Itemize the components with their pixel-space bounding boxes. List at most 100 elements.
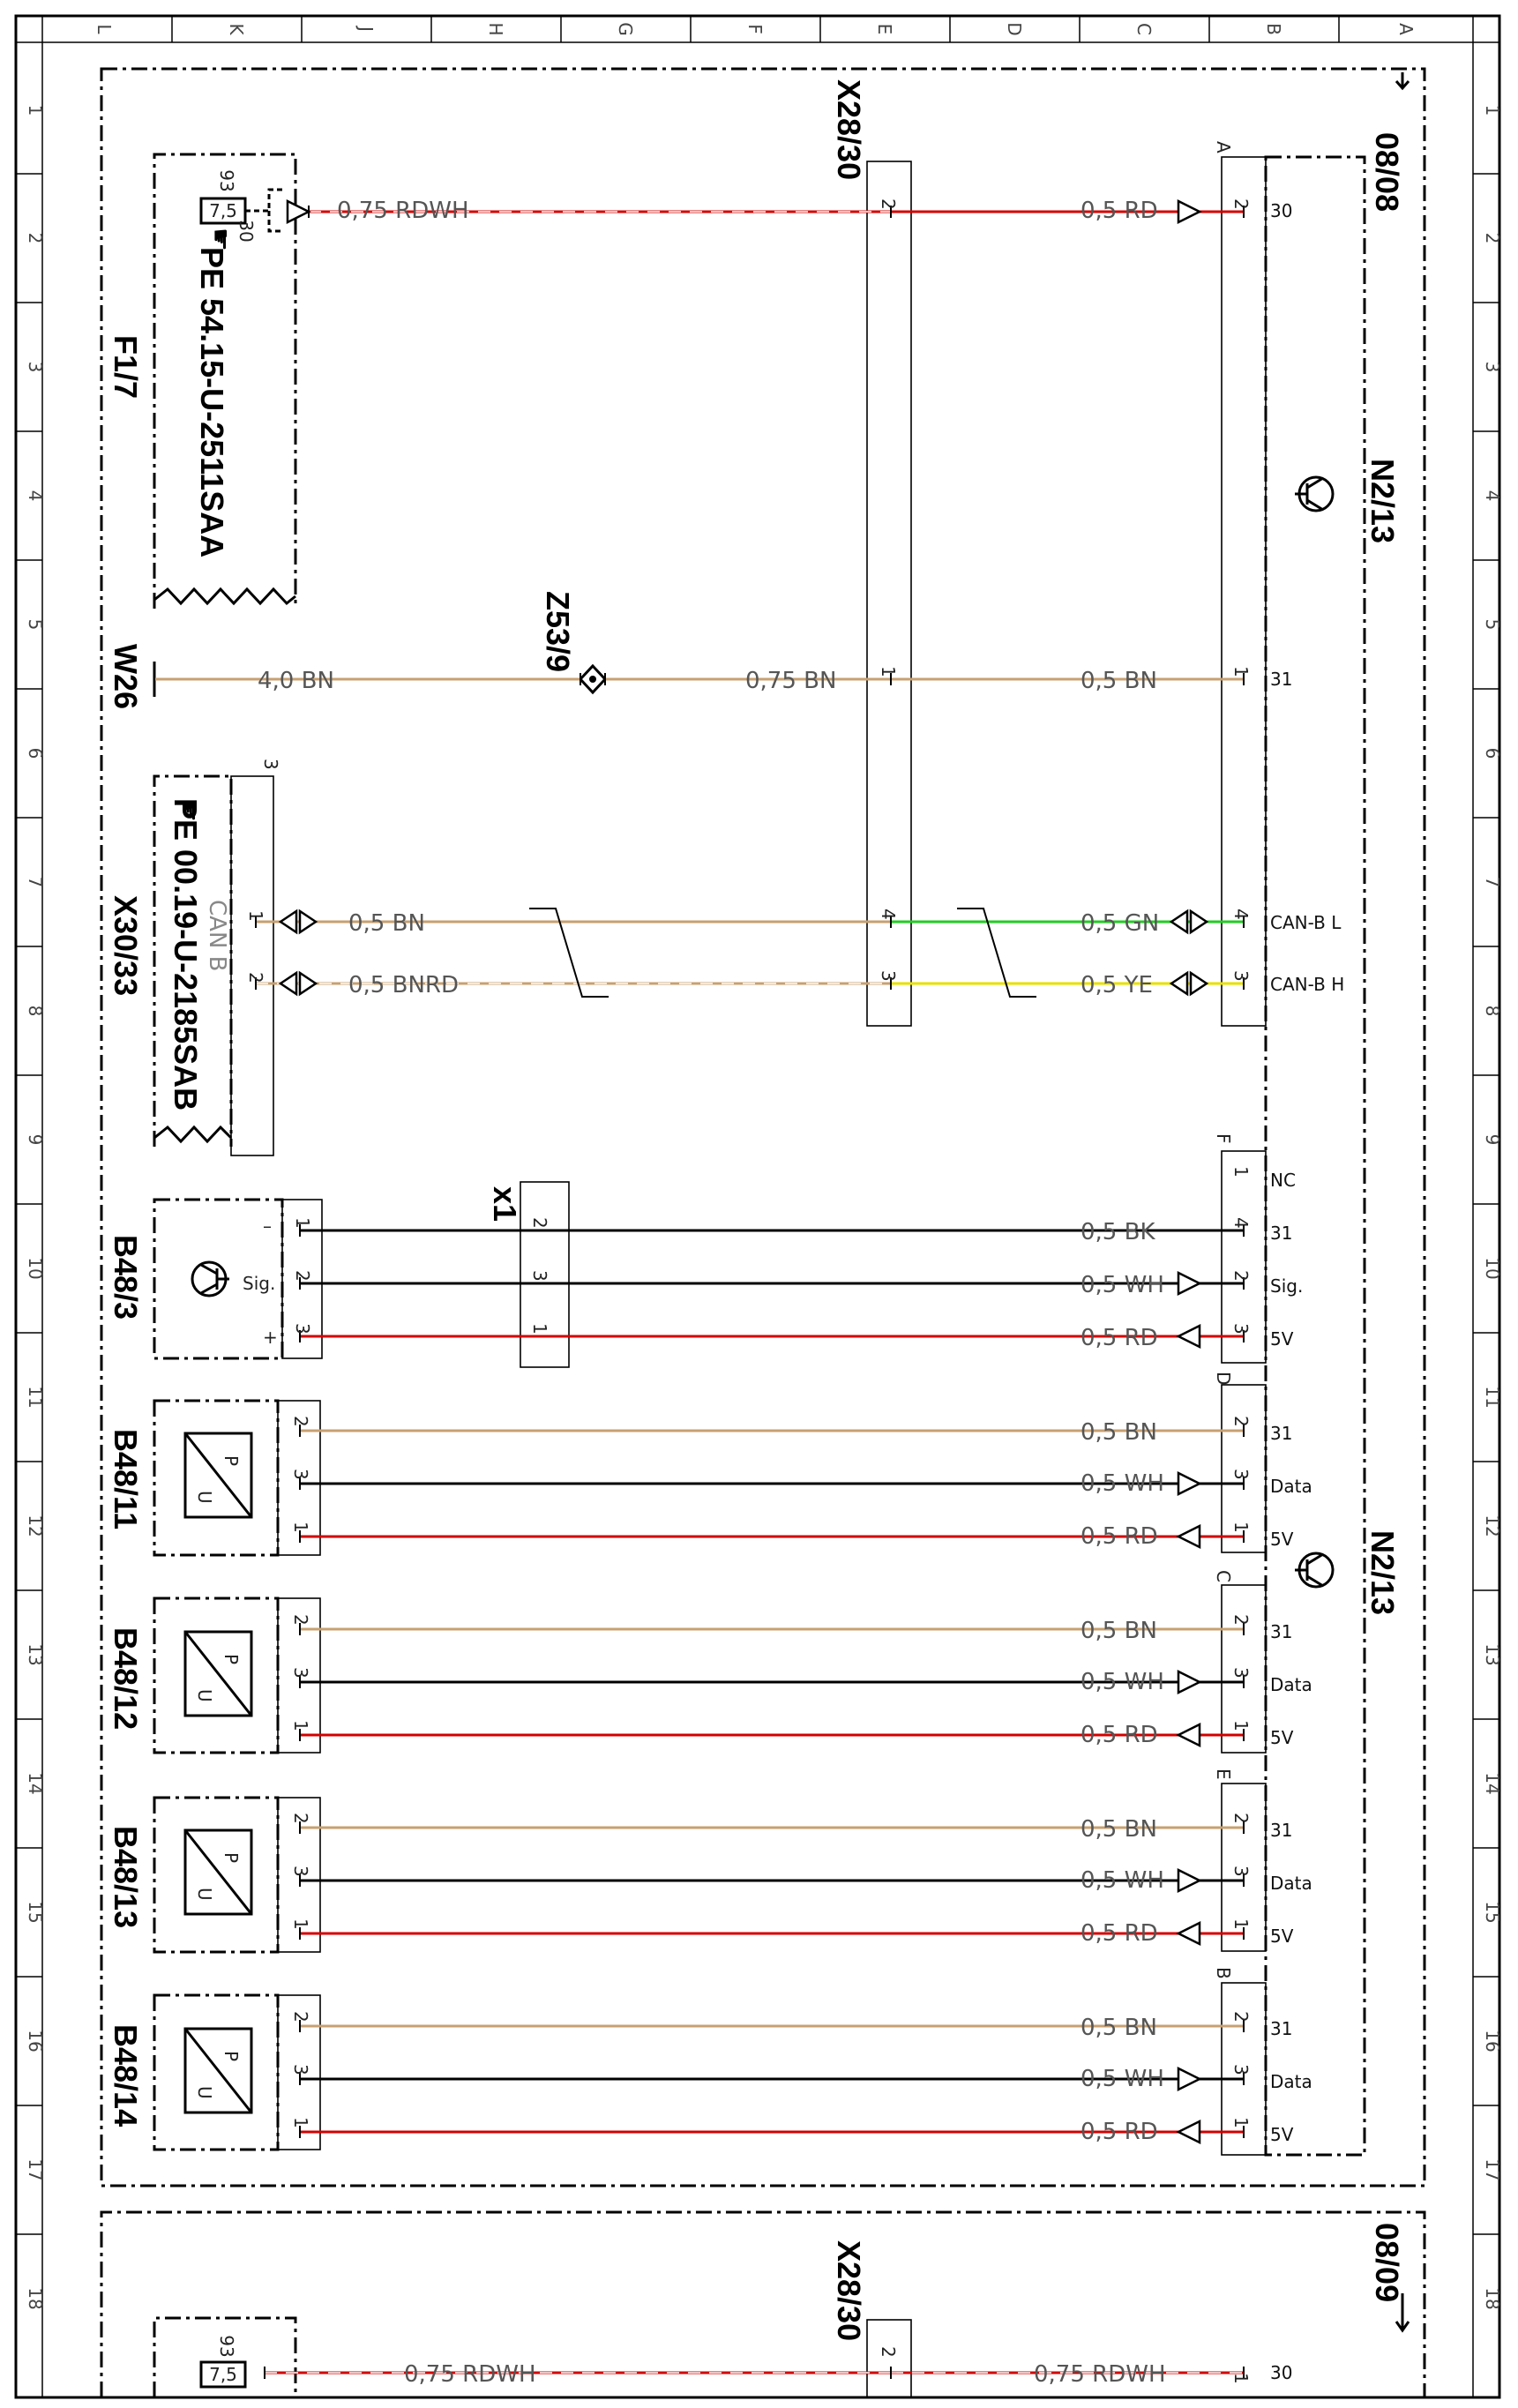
signal-direction-arrow-icon — [286, 198, 311, 225]
signal-direction-arrow-icon — [1176, 1523, 1201, 1550]
signal-direction-arrow-icon — [1176, 1722, 1201, 1748]
n2-connector-e — [1221, 1783, 1267, 1952]
x1-label: x1 — [487, 1186, 523, 1222]
sheet-ref-bottom-arrow — [1395, 2293, 1410, 2333]
b48-12-box — [153, 1597, 280, 1754]
pressure-label-u: U — [194, 1689, 215, 1702]
pin-function-label: NC — [1270, 1170, 1296, 1191]
wire-label: 0,5 BN — [1081, 2015, 1157, 2041]
pin-number: 3 — [1230, 1323, 1252, 1335]
row-number: 18 — [25, 2287, 46, 2309]
column-dividers — [171, 16, 1340, 42]
pin-number: 4 — [878, 909, 899, 920]
pressure-sensor-diagonal — [183, 1631, 253, 1716]
svg-text:☛: ☛ — [205, 228, 236, 251]
b48-14-label: B48/14 — [108, 2024, 144, 2127]
n2-connector-b — [1221, 1982, 1267, 2156]
pin-number: 1 — [292, 1217, 313, 1229]
connector-letter: A — [1213, 141, 1234, 153]
z53-9-splice-dot — [589, 676, 596, 683]
b48-12-group: B48/12 P U — [108, 1597, 321, 1754]
row-number: 6 — [1482, 748, 1503, 759]
row-number: 8 — [1482, 1006, 1503, 1017]
row-number: 4 — [1482, 490, 1503, 502]
wire-label: 4,0 BN — [258, 668, 334, 694]
pin-number: 4 — [1230, 1217, 1252, 1229]
signal-direction-arrow-icon — [1177, 198, 1202, 225]
b48-13-label: B48/13 — [108, 1826, 144, 1928]
pressure-label-p: P — [221, 1654, 242, 1664]
n2-pin-labels: 30 31 CAN-B L CAN-B H NC 31 Sig. 5V 31 D… — [1270, 200, 1344, 2383]
wire-label: 0,5 BNRD — [348, 972, 459, 998]
pin-number: 2 — [290, 1813, 311, 1824]
sheet-ref-top-arrow — [1395, 72, 1410, 91]
section-box-lower — [100, 2210, 1426, 2397]
row-number: 12 — [25, 1514, 46, 1537]
wire-label: 0,5 BN — [1081, 1618, 1157, 1644]
pin-function-label: CAN-B L — [1270, 912, 1342, 933]
pin-function-label: 5V — [1270, 2124, 1294, 2145]
sheet-ref-top: 08/08 — [1369, 132, 1405, 212]
pin-function-label: 5V — [1270, 1926, 1294, 1947]
wire-label: 0,75 RDWH — [404, 2361, 536, 2388]
pin-function-label: 31 — [1270, 1423, 1292, 1444]
row-number: 14 — [1482, 1772, 1503, 1794]
row-number: 13 — [25, 1643, 46, 1665]
column-letters: L K J H G F E D C B A — [93, 22, 1417, 36]
b48-13-group: B48/13 P U — [108, 1796, 321, 1954]
pin-number: 1 — [1230, 2117, 1252, 2128]
col-letter: H — [485, 22, 506, 35]
b48-12-connector — [277, 1597, 321, 1754]
wire-label: 0,5 RD — [1081, 1920, 1158, 1947]
col-letter: K — [226, 23, 247, 35]
b48-3-label: B48/3 — [108, 1235, 144, 1320]
pin-number: 2 — [529, 1217, 550, 1229]
fuse-pin-in: 93 — [216, 169, 237, 191]
pin-function-label: Data — [1270, 1873, 1312, 1894]
row-number: 5 — [1482, 619, 1503, 631]
col-letter: B — [1263, 23, 1284, 35]
row-number: 10 — [1482, 1257, 1503, 1279]
row-number: 18 — [1482, 2287, 1503, 2309]
pin-number: 3 — [290, 1866, 311, 1877]
signal-direction-arrow-icon — [1177, 1867, 1202, 1894]
x30-33-label: X30/33 — [108, 895, 144, 996]
fuse-icon — [199, 2360, 247, 2389]
pin-number: 1 — [1230, 1166, 1252, 1178]
row-number: 6 — [25, 748, 46, 759]
fuse-value: 7,5 — [209, 200, 237, 221]
pin-number: 3 — [1230, 2064, 1252, 2075]
wire-label: 0,5 BK — [1081, 1219, 1155, 1245]
signal-direction-arrow-icon — [1176, 1920, 1201, 1947]
signal-direction-arrow-icon — [278, 970, 318, 997]
b48-14-box — [153, 1993, 280, 2151]
row-dividers — [16, 173, 1499, 2235]
row-number: 3 — [25, 362, 46, 373]
pin-number: 1 — [290, 1522, 311, 1533]
pressure-sensor-icon — [183, 1828, 253, 1916]
sheet-ref-bottom: 08/09 — [1369, 2223, 1405, 2302]
col-letter: A — [1395, 23, 1417, 35]
col-letter: D — [1004, 22, 1025, 35]
svg-text:☛: ☛ — [174, 798, 205, 822]
x30-33-pin-count: 3 — [260, 759, 281, 770]
pin-number: 3 — [290, 2064, 311, 2075]
pin-number: 2 — [1230, 2011, 1252, 2023]
pin-number: 3 — [529, 1270, 550, 1282]
row-number: 16 — [1482, 2030, 1503, 2052]
pin-number: 2 — [878, 198, 899, 210]
row-number: 17 — [1482, 2158, 1503, 2180]
x30-33-break — [153, 1125, 233, 1144]
pin-function-label: 31 — [1270, 2018, 1292, 2039]
signal-direction-arrow-icon — [278, 909, 318, 935]
pressure-sensor-icon — [183, 1432, 253, 1519]
pin-number: 1 — [290, 2117, 311, 2128]
pressure-label-u: U — [194, 1888, 215, 1901]
x28-30-connector — [866, 161, 912, 1027]
row-number: 2 — [1482, 233, 1503, 244]
fuse-value: 7,5 — [209, 2364, 237, 2385]
wire-label: 0,75 BN — [745, 668, 836, 694]
col-letter: L — [93, 24, 115, 34]
signal-direction-arrow-icon — [1177, 1470, 1202, 1497]
